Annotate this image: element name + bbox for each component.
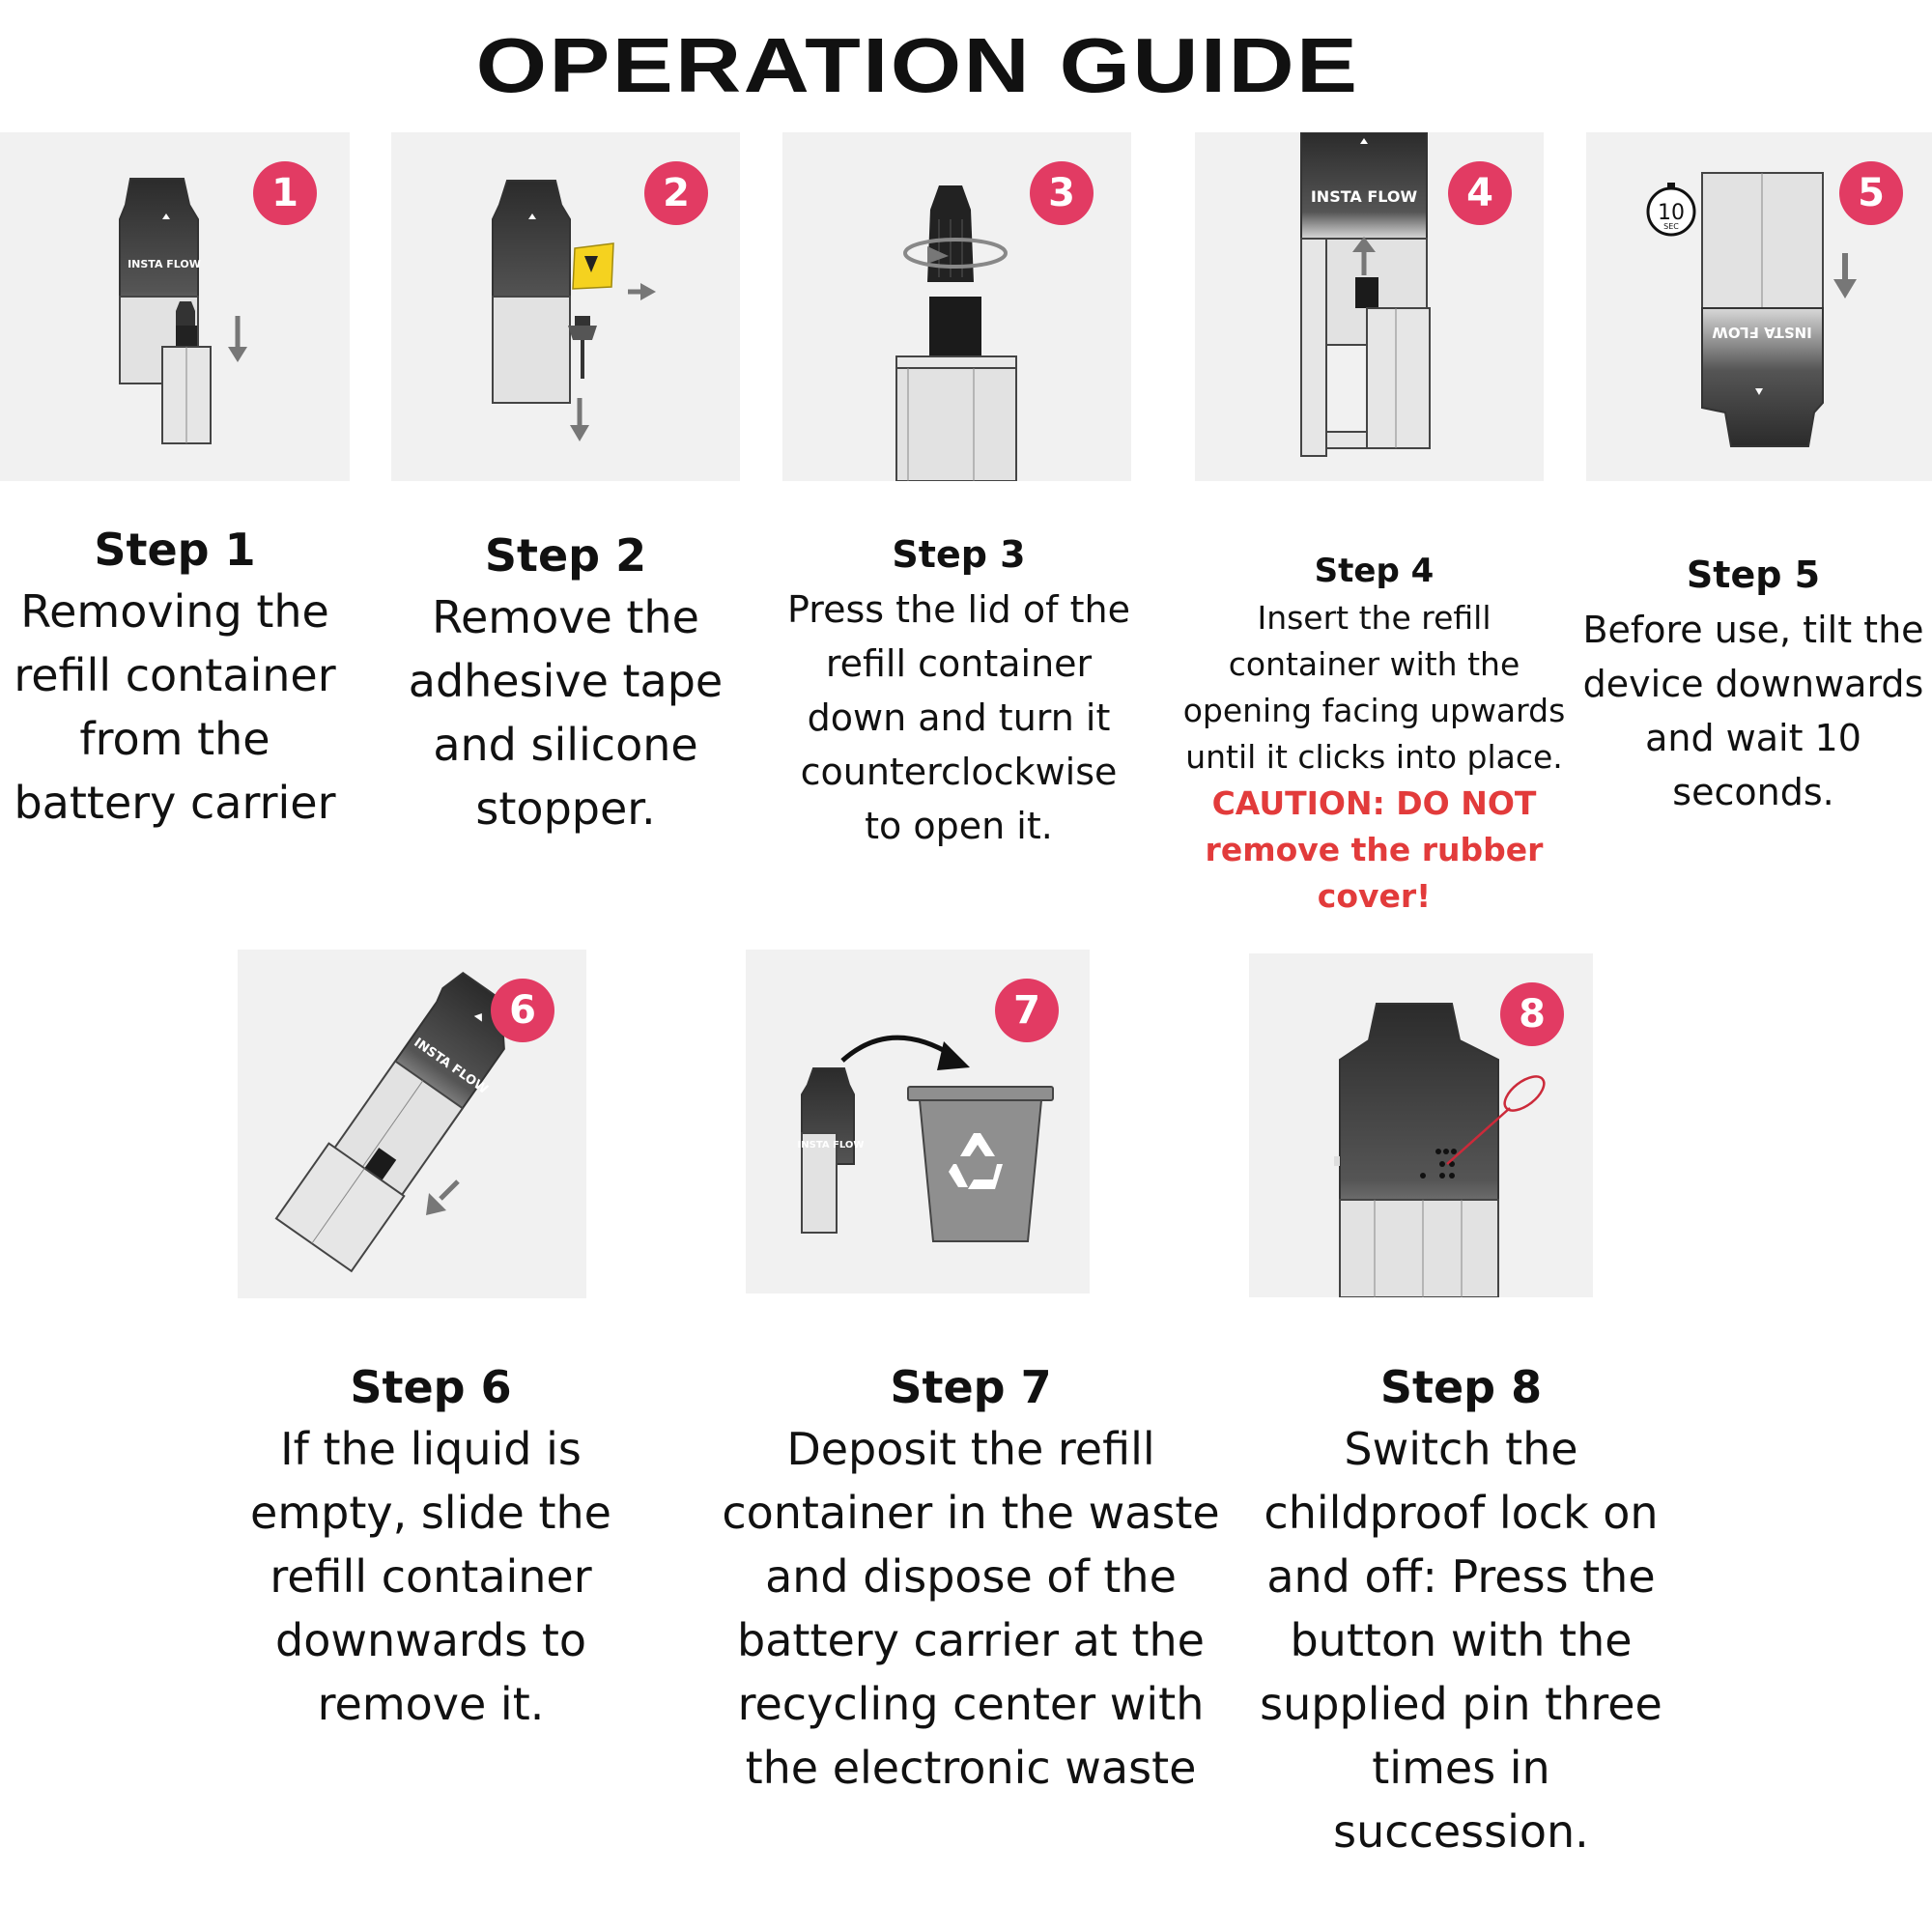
caution-text: cover! bbox=[1317, 877, 1432, 915]
caution-text: CAUTION: DO NOT bbox=[1211, 784, 1537, 822]
step-2-text: Step 2 Remove the adhesive tape and sili… bbox=[391, 526, 740, 840]
brand-logo: INSTA FLOW bbox=[1712, 324, 1812, 341]
brand-logo: INSTA FLOW bbox=[798, 1140, 865, 1151]
step-badge: 6 bbox=[491, 979, 554, 1042]
step-heading: Step 5 bbox=[1686, 554, 1821, 596]
step-8-illustration: 8 bbox=[1249, 953, 1593, 1297]
step-2-illustration: 2 bbox=[391, 132, 740, 481]
step-badge: 4 bbox=[1448, 161, 1512, 225]
step-badge: 1 bbox=[253, 161, 317, 225]
step-6-illustration: INSTA FLOW 6 bbox=[238, 950, 586, 1298]
step-3-text: Step 3 Press the lid of the refill conta… bbox=[773, 526, 1145, 853]
open-lid-drawing bbox=[895, 185, 1017, 481]
page-title: OPERATION GUIDE bbox=[475, 22, 1360, 108]
step-heading: Step 1 bbox=[94, 524, 256, 576]
step-heading: Step 4 bbox=[1314, 552, 1435, 590]
brand-logo: INSTA FLOW bbox=[1311, 187, 1418, 206]
step-4-illustration: INSTA FLOW 4 bbox=[1195, 132, 1544, 481]
timer-number: 10 bbox=[1658, 201, 1685, 225]
step-badge: 5 bbox=[1839, 161, 1903, 225]
step-3-illustration: 3 bbox=[782, 132, 1131, 481]
step-heading: Step 2 bbox=[484, 529, 647, 582]
step-badge: 7 bbox=[995, 979, 1059, 1042]
step-5-illustration: INSTA FLOW 10 SEC 5 bbox=[1586, 132, 1932, 481]
childproof-lock-drawing bbox=[1334, 1003, 1546, 1297]
step-7-illustration: INSTA FLOW 7 bbox=[746, 950, 1090, 1293]
step-5-text: Step 5 Before use, tilt the device downw… bbox=[1575, 547, 1932, 819]
step-1-text: Step 1 Removing the refill container fro… bbox=[0, 520, 350, 835]
step-badge: 2 bbox=[644, 161, 708, 225]
caution-text: remove the rubber bbox=[1205, 831, 1544, 868]
recycle-bin-drawing: INSTA FLOW bbox=[798, 1035, 1054, 1242]
step-heading: Step 7 bbox=[890, 1361, 1052, 1413]
step-heading: Step 3 bbox=[892, 533, 1026, 576]
step-heading: Step 8 bbox=[1379, 1361, 1543, 1413]
tape-stopper-drawing bbox=[492, 180, 656, 441]
step-badge: 8 bbox=[1500, 982, 1564, 1046]
step-badge: 3 bbox=[1030, 161, 1094, 225]
step-1-illustration: INSTA FLOW 1 bbox=[0, 132, 350, 481]
insert-refill-drawing: INSTA FLOW bbox=[1300, 132, 1431, 457]
brand-logo: INSTA FLOW bbox=[128, 258, 201, 270]
timer-unit: SEC bbox=[1663, 222, 1679, 231]
step-7-text: Step 7 Deposit the refill container in t… bbox=[715, 1357, 1227, 1800]
step-8-text: Step 8 Switch the childproof lock on and… bbox=[1232, 1357, 1690, 1863]
recycle-icon bbox=[949, 1133, 1003, 1189]
step-6-text: Step 6 If the liquid is empty, slide the… bbox=[228, 1357, 634, 1736]
step-4-text: Step 4 Insert the refill container with … bbox=[1174, 547, 1575, 920]
slide-refill-drawing: INSTA FLOW bbox=[274, 971, 512, 1273]
step-heading: Step 6 bbox=[350, 1361, 512, 1413]
tilt-device-drawing: INSTA FLOW 10 SEC bbox=[1646, 172, 1857, 447]
lock-button-dots[interactable] bbox=[1420, 1149, 1457, 1179]
device-removal-drawing: INSTA FLOW bbox=[119, 178, 247, 444]
